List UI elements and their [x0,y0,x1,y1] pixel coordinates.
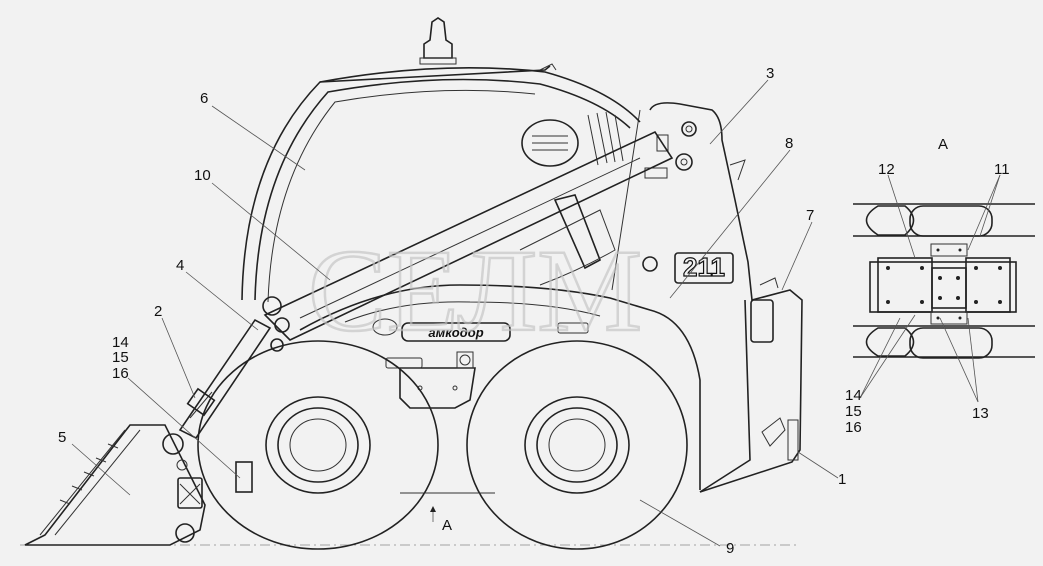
callout-14: 14 [112,334,129,351]
leader-lines [71,79,1001,547]
watermark: СЕЛМ [308,225,642,356]
callout-15: 15 [112,349,129,366]
detail-callout-15: 15 [845,403,862,420]
callout-13: 13 [972,405,989,422]
section-view-a [853,203,1035,359]
detail-callout-16: 16 [845,419,862,436]
callout-12: 12 [878,161,895,178]
callout-2: 2 [154,303,162,320]
ballast-block [235,461,253,493]
model-plate [674,252,734,284]
rear-tower [611,102,803,493]
rear-wheel [466,340,688,550]
beacon-light [419,17,457,65]
lift-cylinder [178,318,272,440]
section-arrow-label: А [442,517,452,534]
lift-arm [262,130,674,352]
callout-3: 3 [766,65,774,82]
loader-body [299,284,701,490]
cab-frame [241,63,641,303]
front-wheel [197,340,439,550]
bucket [24,424,206,546]
callout-16: 16 [112,365,129,382]
callout-10: 10 [194,167,211,184]
brand-logo: амкодор [372,318,511,342]
callout-7: 7 [806,207,814,224]
detail-callout-14: 14 [845,387,862,404]
callout-9: 9 [726,540,734,557]
brand-text: амкодор [428,325,483,340]
callout-4: 4 [176,257,184,274]
callout-1: 1 [838,471,846,488]
callout-11: 11 [994,161,1010,178]
section-view-label: А [938,136,948,153]
callout-6: 6 [200,90,208,107]
callout-labels: 6 10 4 2 14 15 16 5 3 8 7 1 9 А А 12 11 … [58,65,1010,557]
callout-8: 8 [785,135,793,152]
callout-5: 5 [58,429,66,446]
